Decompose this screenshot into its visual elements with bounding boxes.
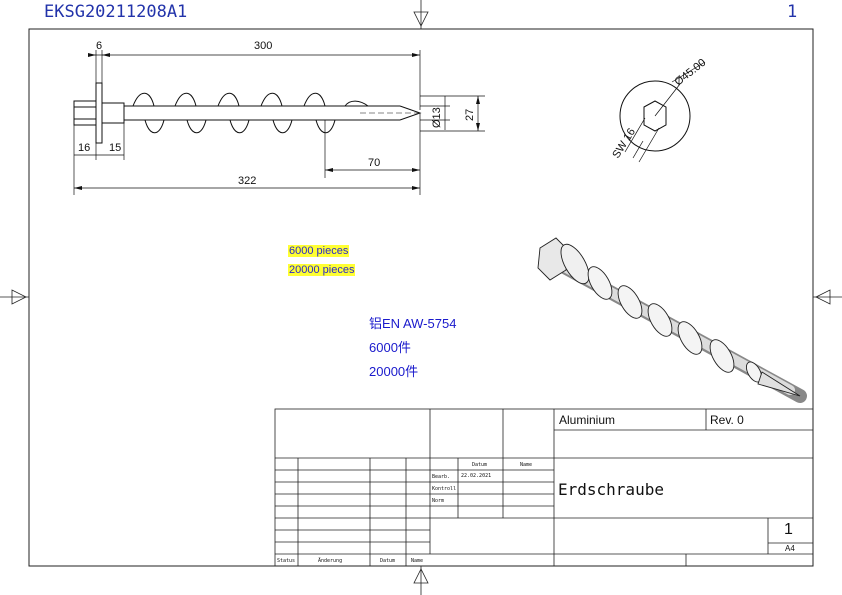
quantity-note-2: 20000件: [369, 364, 419, 379]
dim-outer-diameter: 27: [464, 109, 476, 121]
highlight-line-1: 6000 pieces: [288, 245, 350, 257]
material-cell: Aluminium: [559, 413, 616, 427]
footer-name: Name: [411, 558, 424, 564]
dimension-arrows: [74, 53, 480, 190]
drawing-title: Erdschraube: [558, 480, 664, 499]
quantity-note-1: 6000件: [369, 340, 411, 355]
dim-flange: 6: [96, 40, 102, 52]
quantity-highlight: 6000 pieces 20000 pieces: [288, 239, 356, 277]
dim-tip-span: 70: [368, 157, 380, 169]
row-norm: Norm: [432, 498, 445, 504]
dim-core-diameter: Ø13: [431, 107, 443, 128]
row-date: 22.02.2021: [461, 473, 492, 479]
document-id: EKSG20211208A1: [44, 2, 188, 22]
sheet-number: 1: [784, 521, 793, 538]
highlight-line-2: 20000 pieces: [288, 264, 356, 276]
column-datum: Datum: [472, 462, 488, 468]
dim-overall: 322: [238, 175, 256, 187]
column-name: Name: [520, 462, 533, 468]
revision-cell: Rev. 0: [710, 413, 744, 427]
dim-head: 15: [109, 142, 121, 154]
screw-isometric-view: [537, 237, 807, 403]
screw-end-view: [619, 61, 706, 163]
paper-format: A4: [785, 544, 795, 553]
dim-length-300: 300: [254, 40, 272, 52]
dim-shank: 16: [78, 142, 90, 154]
dimension-labels: 6 300 16 15 322 70 Ø13 27: [78, 40, 476, 187]
page-number: 1: [787, 2, 798, 22]
row-bearb: Bearb.: [432, 474, 451, 480]
screw-side-view: [73, 82, 422, 144]
drawing-frame: [28, 28, 814, 567]
row-kontroll: Kontroll: [432, 486, 457, 492]
material-note: 铝EN AW-5754: [369, 316, 457, 331]
footer-datum: Datum: [380, 558, 396, 564]
dimension-lines: [73, 50, 485, 195]
footer-aenderung: Änderung: [318, 558, 343, 564]
title-block-grid: [274, 408, 814, 567]
dim-head-diameter: Ø45.00: [672, 57, 708, 89]
footer-status: Status: [277, 558, 296, 564]
